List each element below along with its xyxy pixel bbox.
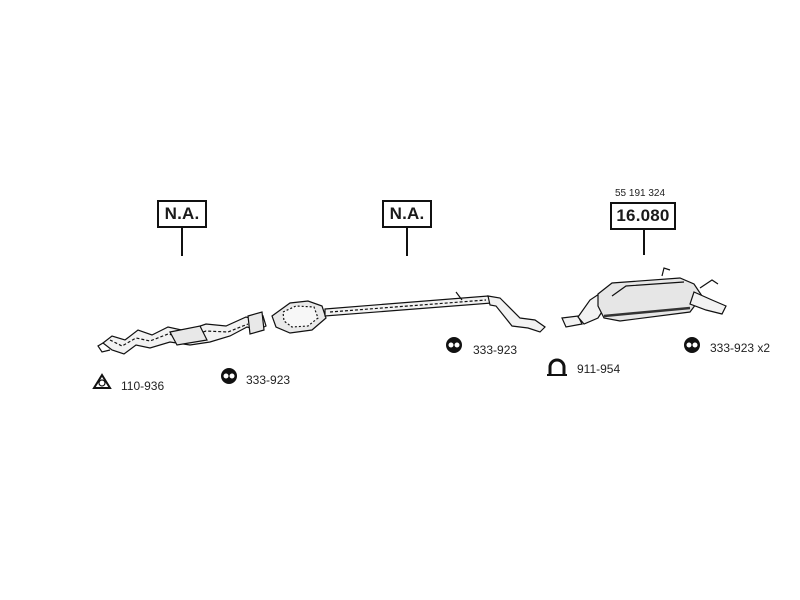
middle-section-label-text: N.A. <box>389 204 425 223</box>
hanger-rear-code: 333-923 x2 <box>710 341 771 355</box>
rear-silencer[interactable] <box>561 267 727 328</box>
front-pipe-leader <box>181 228 183 256</box>
hanger-middle-code: 333-923 <box>473 343 518 357</box>
rear-silencer-leader <box>643 230 645 255</box>
rear-silencer-label[interactable]: 16.080 <box>610 202 676 230</box>
rear-silencer-label-text: 16.080 <box>616 206 670 225</box>
front-pipe-label-text: N.A. <box>164 204 200 223</box>
front-pipe[interactable] <box>97 311 267 355</box>
hanger-front-code: 333-923 <box>246 373 291 387</box>
rubber-hanger-icon <box>684 337 700 353</box>
gasket-front-code: 110-936 <box>121 379 165 393</box>
front-pipe-label[interactable]: N.A. <box>157 200 207 228</box>
middle-section-label[interactable]: N.A. <box>382 200 432 228</box>
middle-section-leader <box>406 228 408 256</box>
rubber-hanger-icon <box>221 368 237 384</box>
rear-silencer-oe-number: 55 191 324 <box>615 188 666 199</box>
middle-section[interactable] <box>271 291 546 334</box>
clamp-code: 911-954 <box>577 362 621 376</box>
triangle-gasket-icon <box>92 373 112 389</box>
rubber-hanger-icon <box>446 337 462 353</box>
u-clamp-icon <box>547 358 567 376</box>
